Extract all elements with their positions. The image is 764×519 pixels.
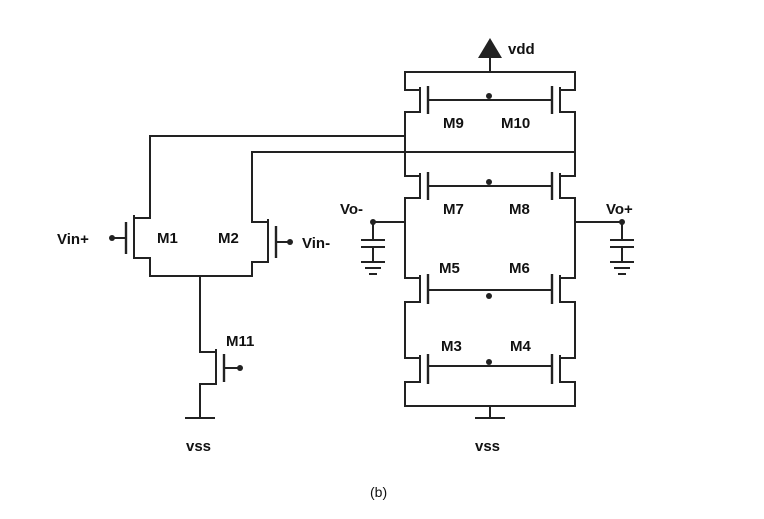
m1-label: M1 (157, 230, 178, 247)
m3-label: M3 (441, 338, 462, 355)
vdd-rail (404, 38, 576, 91)
vin-plus-label: Vin+ (57, 231, 89, 248)
m10-label: M10 (501, 115, 530, 132)
figure-caption: (b) (370, 484, 387, 500)
m9-m10-bias-node (486, 93, 492, 99)
transistor-m1 (109, 215, 151, 277)
vo-minus-label: Vo- (340, 201, 363, 218)
transistor-m11 (199, 349, 243, 419)
m4-label: M4 (510, 338, 531, 355)
transistor-m6 (550, 263, 576, 359)
vss-right-label: vss (475, 438, 500, 455)
m6-label: M6 (509, 260, 530, 277)
vss-rail-right (404, 405, 576, 419)
m7-m8-bias-node (486, 179, 492, 185)
transistor-m5 (404, 263, 430, 359)
vo-minus-output (361, 219, 406, 275)
m3-m4-bias-node (486, 359, 492, 365)
transistor-m9 (404, 86, 430, 147)
vss-left-label: vss (186, 438, 211, 455)
vdd-label: vdd (508, 41, 535, 58)
transistor-m4 (550, 354, 576, 407)
tail-node (149, 275, 253, 353)
m11-label: M11 (226, 333, 254, 350)
m9-label: M9 (443, 115, 464, 132)
vo-plus-output (574, 219, 634, 275)
transistor-m7 (404, 145, 430, 265)
transistor-m2 (251, 219, 293, 277)
m2-label: M2 (218, 230, 239, 247)
transistor-m8 (550, 172, 576, 265)
vin-minus-label: Vin- (302, 235, 330, 252)
m5-m6-bias-node (486, 293, 492, 299)
transistor-m10 (550, 86, 576, 177)
fold-wires (149, 135, 576, 223)
transistor-m3 (404, 354, 430, 407)
m8-label: M8 (509, 201, 530, 218)
m5-label: M5 (439, 260, 460, 277)
m7-label: M7 (443, 201, 464, 218)
vo-plus-label: Vo+ (606, 201, 633, 218)
